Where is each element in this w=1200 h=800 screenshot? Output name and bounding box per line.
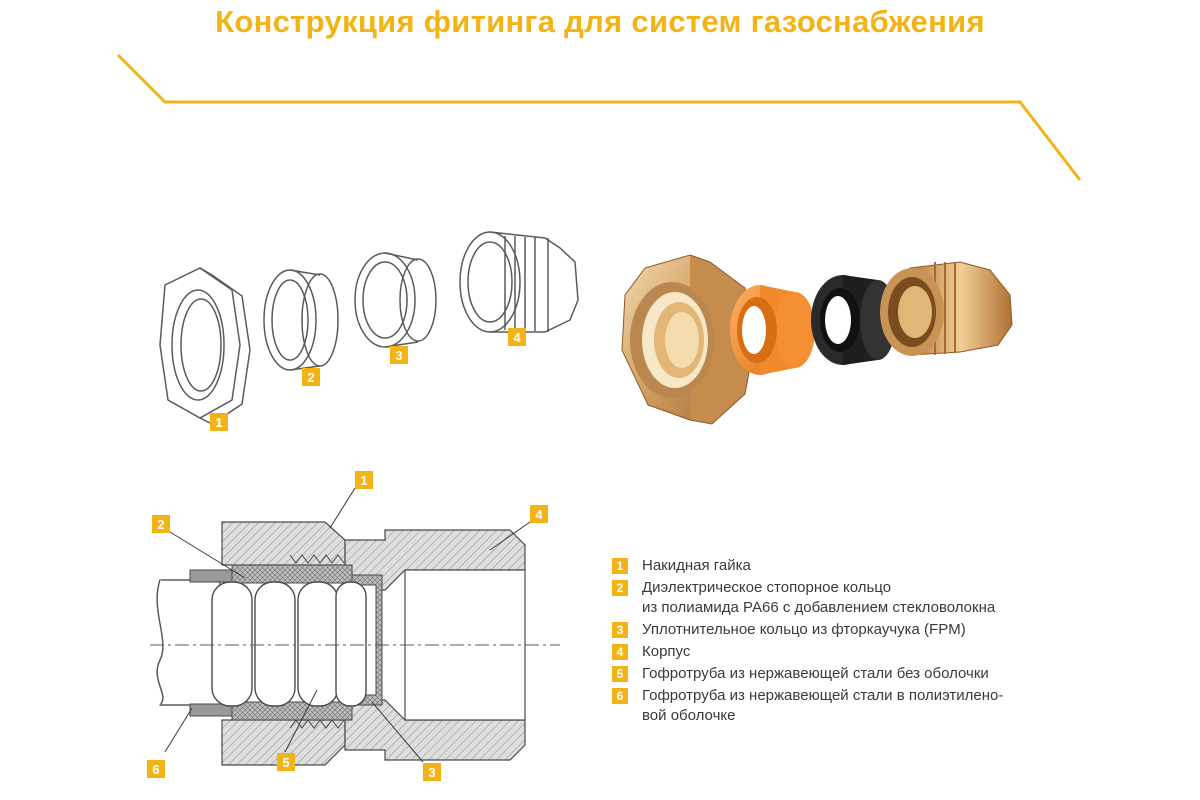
legend-text: Накидная гайка bbox=[642, 557, 751, 574]
legend-number: 3 bbox=[612, 622, 628, 638]
svg-text:3: 3 bbox=[395, 348, 402, 363]
exploded-line-drawing bbox=[159, 231, 579, 425]
exploded-badge-4: 4 bbox=[508, 328, 526, 346]
svg-text:3: 3 bbox=[428, 765, 435, 780]
legend-number: 5 bbox=[612, 666, 628, 682]
section-drawing bbox=[150, 521, 560, 766]
page-title: Конструкция фитинга для систем газоснабж… bbox=[215, 4, 985, 39]
legend-text: Уплотнительное кольцо из фторкаучука (FP… bbox=[642, 621, 966, 638]
exploded-badge-3: 3 bbox=[390, 346, 408, 364]
exploded-badge-1: 1 bbox=[210, 413, 228, 431]
drawing-body bbox=[459, 231, 579, 333]
legend-number: 6 bbox=[612, 688, 628, 704]
drawing-ring-3 bbox=[354, 252, 437, 348]
section-badge-4: 4 bbox=[530, 505, 548, 523]
svg-text:1: 1 bbox=[360, 473, 367, 488]
rendered-body bbox=[880, 261, 1013, 356]
legend-text: Корпус bbox=[642, 643, 691, 660]
svg-text:2: 2 bbox=[307, 370, 314, 385]
rendered-orange-ring bbox=[730, 285, 815, 375]
legend-number: 1 bbox=[612, 558, 628, 574]
legend-item: 3 Уплотнительное кольцо из фторкаучука (… bbox=[612, 620, 1092, 642]
legend-text: Гофротруба из нержавеющей стали в полиэт… bbox=[642, 687, 1004, 724]
section-badge-5: 5 bbox=[277, 753, 295, 771]
drawing-ring-2 bbox=[263, 269, 339, 371]
drawing-nut bbox=[159, 267, 251, 425]
legend-number: 4 bbox=[612, 644, 628, 660]
legend-text: Диэлектрическое стопорное кольцо из поли… bbox=[642, 579, 996, 616]
legend-item: 4 Корпус bbox=[612, 642, 1092, 664]
svg-text:6: 6 bbox=[152, 762, 159, 777]
svg-text:4: 4 bbox=[513, 330, 521, 345]
title-underline bbox=[116, 53, 1082, 181]
legend-text: Гофротруба из нержавеющей стали без обол… bbox=[642, 665, 989, 682]
svg-text:1: 1 bbox=[215, 415, 222, 430]
leader-lines bbox=[164, 487, 531, 763]
section-badge-3: 3 bbox=[423, 763, 441, 781]
legend-item: 5 Гофротруба из нержавеющей стали без об… bbox=[612, 664, 1092, 686]
svg-text:4: 4 bbox=[535, 507, 543, 522]
section-badge-1: 1 bbox=[355, 471, 373, 489]
svg-text:2: 2 bbox=[157, 517, 164, 532]
exploded-badge-2: 2 bbox=[302, 368, 320, 386]
rendered-black-ring bbox=[811, 275, 896, 365]
section-badge-2: 2 bbox=[152, 515, 170, 533]
legend-item: 1 Накидная гайка bbox=[612, 556, 1092, 578]
section-badge-6: 6 bbox=[147, 760, 165, 778]
legend: 1 Накидная гайка 2 Диэлектрическое стопо… bbox=[612, 556, 1092, 728]
legend-item: 6 Гофротруба из нержавеющей стали в поли… bbox=[612, 686, 1092, 726]
legend-item: 2 Диэлектрическое стопорное кольцо из по… bbox=[612, 578, 1092, 618]
legend-number: 2 bbox=[612, 580, 628, 596]
rendered-nut bbox=[621, 254, 756, 425]
svg-text:5: 5 bbox=[282, 755, 289, 770]
